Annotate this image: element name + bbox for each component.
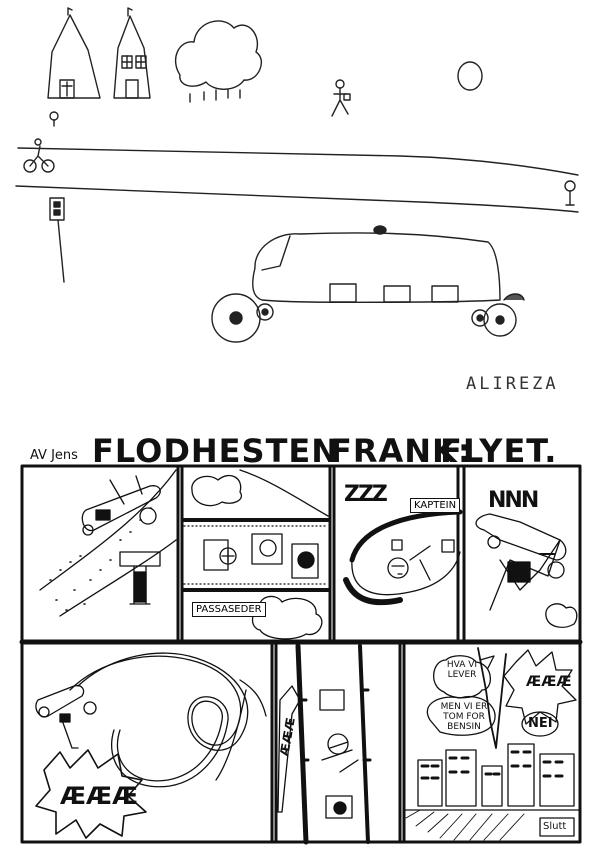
panel-1 xyxy=(39,469,177,617)
road-upper xyxy=(17,147,579,176)
walking-person xyxy=(331,79,351,117)
road-lower xyxy=(15,185,579,213)
sun xyxy=(457,61,483,91)
artist-signature: ALIREZA xyxy=(466,374,559,394)
comic-byline: AV Jens xyxy=(30,448,78,463)
vehicle xyxy=(211,225,525,343)
speech-bubble-alive: HVA VI LEVER xyxy=(446,660,478,680)
comic-title-part-1: FLODHESTEN xyxy=(92,432,340,470)
cyclist xyxy=(23,138,55,173)
figure-right xyxy=(564,180,576,206)
panel-7 xyxy=(403,647,581,841)
scream-panel-5: ÆÆÆ xyxy=(60,782,139,810)
end-label: Slutt xyxy=(543,821,567,832)
house-right xyxy=(113,7,151,99)
speech-bubble-fuel: MEN VI ER TOM FOR BENSIN xyxy=(440,702,488,732)
panel-5 xyxy=(35,652,267,839)
scream-panel-7: ÆÆÆ xyxy=(526,674,572,690)
comic-title-part-3: FLYET. xyxy=(440,432,558,470)
sleep-sound: ZZZ xyxy=(344,482,388,507)
panel-2 xyxy=(182,469,330,640)
panel-4 xyxy=(475,513,578,628)
reply-no: NEI xyxy=(528,716,553,731)
panel-3 xyxy=(343,509,463,606)
traffic-light xyxy=(49,197,65,283)
comic-title-part-2: FRANK: xyxy=(330,432,472,470)
captain-sign: KAPTEIN xyxy=(410,498,461,513)
house-left xyxy=(47,7,101,99)
passenger-sign: PASSASEDER xyxy=(192,602,266,617)
comic-outer-frame xyxy=(20,464,582,844)
panel-6 xyxy=(277,643,372,845)
rain-cloud xyxy=(175,20,262,103)
engine-sound: NNN xyxy=(488,488,539,513)
small-figure xyxy=(49,111,59,127)
